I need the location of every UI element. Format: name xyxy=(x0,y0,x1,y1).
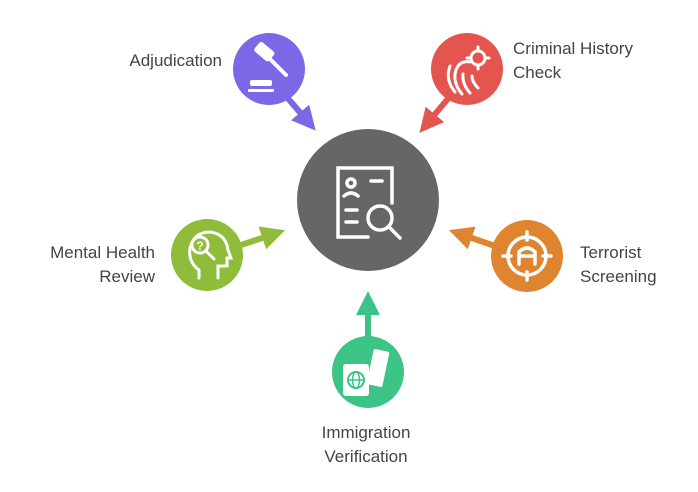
center-node xyxy=(297,129,439,271)
fingerprint-target-icon xyxy=(446,45,491,96)
question-mark: ? xyxy=(196,239,203,253)
label-mental-health-1: Mental Health xyxy=(50,243,155,262)
label-terrorist-1: Terrorist xyxy=(580,243,642,262)
document-search-icon xyxy=(336,166,402,240)
arrow-mental xyxy=(237,226,286,250)
node-immigration: Immigration Verification xyxy=(322,336,411,466)
arrow-terrorist xyxy=(448,226,496,250)
label-adjudication: Adjudication xyxy=(129,51,222,70)
node-mental-health: ? Mental Health Review xyxy=(50,219,243,291)
label-immigration-1: Immigration xyxy=(322,423,411,442)
label-mental-health-2: Review xyxy=(99,267,155,286)
node-adjudication: Adjudication xyxy=(129,33,305,105)
passport-ticket-icon xyxy=(343,349,390,396)
head-question-search-icon xyxy=(188,230,234,280)
label-immigration-2: Verification xyxy=(324,447,407,466)
crosshair-mask-icon xyxy=(501,230,553,282)
label-terrorist-2: Screening xyxy=(580,267,657,286)
node-criminal-history: Criminal History Check xyxy=(431,33,633,105)
label-criminal-history-1: Criminal History xyxy=(513,39,633,58)
label-criminal-history-2: Check xyxy=(513,63,562,82)
gavel-icon xyxy=(248,41,288,92)
node-terrorist-screening: Terrorist Screening xyxy=(491,220,657,292)
